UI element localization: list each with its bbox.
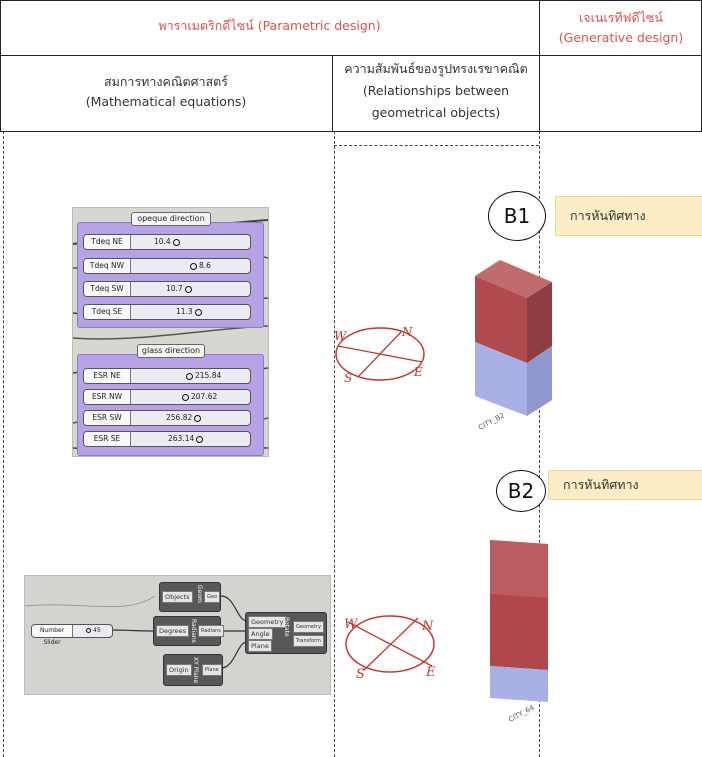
compass-s: S <box>344 371 352 385</box>
compass-s: S <box>356 667 365 680</box>
slider-knob-icon[interactable] <box>184 285 192 293</box>
orientation-tag-b1: การหันทิศทาง <box>555 196 702 236</box>
component-radians[interactable]: Degrees Radians Radians <box>153 616 224 646</box>
slider-knob-icon[interactable] <box>86 628 91 633</box>
component-input: Degrees <box>156 625 190 637</box>
dashed-left-border <box>3 131 4 757</box>
slider-label: ESR NE <box>84 369 131 383</box>
component-output: Transform <box>293 635 324 647</box>
badge-b1: B1 <box>488 191 546 241</box>
slider-value: 45 <box>84 625 101 637</box>
badge-b2: B2 <box>496 470 546 512</box>
slider-value: 10.4 <box>154 235 182 249</box>
slider-knob-icon[interactable] <box>194 308 202 316</box>
rel-col-line3: geometrical objects) <box>371 105 501 120</box>
math-equations-header: สมการทางคณิตศาสตร์ (Mathematical equatio… <box>0 72 332 112</box>
component-input: Geometry <box>248 616 287 628</box>
building-b2-icon: CITY_64 <box>490 540 548 724</box>
dashed-inner-top <box>334 145 539 146</box>
slider-label: Tdeq SW <box>84 282 131 296</box>
component-xy-plane[interactable]: Origin XY Plane Plane <box>163 654 223 686</box>
slider-value: 263.14 <box>168 432 205 446</box>
compass-w: W <box>334 329 348 343</box>
generative-title-line2: (Generative design) <box>558 30 684 45</box>
building-b1-label: CITY_B2 <box>477 411 506 431</box>
slider-label: Tdeq NW <box>84 259 131 273</box>
slider-knob-icon[interactable] <box>196 435 204 443</box>
slider-esr-se[interactable]: ESR SE 263.14 <box>83 431 251 447</box>
component-output: Plane <box>202 664 222 676</box>
compass-e: E <box>425 665 436 680</box>
component-output: Geometry <box>293 621 324 633</box>
orientation-tag-b2: การหันทิศทาง <box>548 470 702 500</box>
component-input: Origin <box>166 664 192 676</box>
opaque-direction-title: opeque direction <box>131 212 211 226</box>
component-name: XY Plane <box>192 657 199 684</box>
slider-value: 215.84 <box>184 369 221 383</box>
number-slider[interactable]: Number Slider 45 <box>31 624 113 646</box>
component-output: Radians <box>198 625 224 637</box>
slider-label: Tdeq NE <box>84 235 131 249</box>
slider-tdeq-ne[interactable]: Tdeq NE 10.4 <box>83 234 251 250</box>
slider-knob-icon[interactable] <box>194 414 202 422</box>
generative-design-header: เจเนเรทีฟดีไซน์ (Generative design) <box>540 8 702 48</box>
rel-col-line1: ความสัมพันธ์ของรูปทรงเรขาคณิต <box>344 61 528 76</box>
slider-value: 207.62 <box>180 390 217 404</box>
parametric-design-header: พาราเมตริกดีไซน์ (Parametric design) <box>158 18 381 33</box>
compass-w: W <box>344 617 359 632</box>
slider-knob-icon[interactable] <box>182 393 189 401</box>
component-input: Objects <box>162 591 193 603</box>
component-input: Angle <box>248 628 273 640</box>
slider-tdeq-nw[interactable]: Tdeq NW 8.6 <box>83 258 251 274</box>
table-top-border <box>0 0 702 1</box>
slider-value: 8.6 <box>188 259 211 273</box>
slider-esr-nw[interactable]: ESR NW 207.62 <box>83 389 251 405</box>
slider-esr-ne[interactable]: ESR NE 215.84 <box>83 368 251 384</box>
component-name: Geom <box>196 585 203 603</box>
slider-tdeq-sw[interactable]: Tdeq SW 10.7 <box>83 281 251 297</box>
table-col-divider-1 <box>332 55 333 131</box>
table-col-divider-2 <box>539 0 540 131</box>
compass-rose-icon: N E S W <box>334 325 425 385</box>
compass-e: E <box>413 365 423 379</box>
wire-lines <box>25 595 248 669</box>
compass-n: N <box>421 619 434 634</box>
slider-tdeq-se[interactable]: Tdeq SE 11.3 <box>83 304 251 320</box>
geometric-relationships-header: ความสัมพันธ์ของรูปทรงเรขาคณิต (Relations… <box>333 58 539 124</box>
glass-direction-title: glass direction <box>137 344 205 358</box>
slider-label: ESR SE <box>84 432 131 446</box>
generative-title-line1: เจเนเรทีฟดีไซน์ <box>579 10 663 25</box>
math-col-line1: สมการทางคณิตศาสตร์ <box>103 74 229 89</box>
slider-knob-icon[interactable] <box>172 238 180 246</box>
component-name: Radians <box>190 619 197 643</box>
building-b1-icon: CITY_B2 <box>475 260 552 432</box>
component-geom[interactable]: Objects Geom Geo <box>159 582 221 612</box>
math-col-line2: (Mathematical equations) <box>85 94 247 109</box>
table-row-border-2 <box>0 131 702 132</box>
slider-label: ESR SW <box>84 411 131 425</box>
slider-label: Tdeq SE <box>84 305 131 319</box>
grasshopper-panel-sliders: opeque direction Tdeq NE 10.4 Tdeq NW 8.… <box>72 207 269 457</box>
grasshopper-panel-rotate: Number Slider 45 Objects Geom Geo Degree… <box>24 575 331 695</box>
slider-value: 10.7 <box>166 282 194 296</box>
dashed-col-divider-2 <box>539 131 540 757</box>
building-b2-label: CITY_64 <box>507 703 536 723</box>
slider-value: 256.82 <box>166 411 203 425</box>
rel-col-line2: (Relationships between <box>362 83 510 98</box>
slider-knob-icon[interactable] <box>186 372 193 380</box>
slider-esr-sw[interactable]: ESR SW 256.82 <box>83 410 251 426</box>
dashed-col-divider-1 <box>334 131 335 757</box>
slider-knob-icon[interactable] <box>190 262 197 270</box>
compass-n: N <box>401 325 413 339</box>
component-output: Geo <box>204 591 221 603</box>
table-left-border <box>0 0 1 131</box>
slider-label: ESR NW <box>84 390 131 404</box>
component-name: Rotate <box>283 617 290 637</box>
compass-rose-icon: N E S W <box>344 615 436 680</box>
table-row-border-1 <box>0 55 702 56</box>
slider-value: 11.3 <box>176 305 204 319</box>
component-rotate[interactable]: Geometry Angle Plane Rotate Geometry Tra… <box>245 612 327 654</box>
slider-label: Number Slider <box>32 625 73 646</box>
component-input: Plane <box>248 640 272 652</box>
